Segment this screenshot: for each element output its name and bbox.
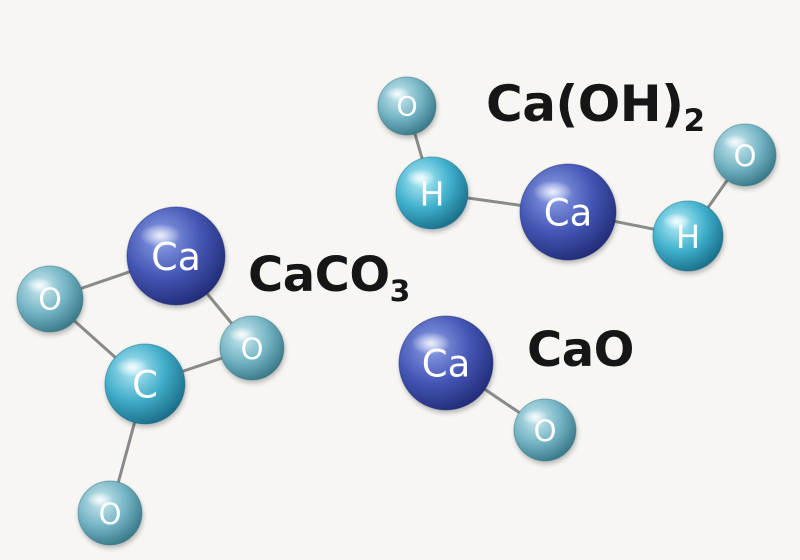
formula-main: CaCO: [248, 247, 390, 303]
atom-symbol: Ca: [544, 192, 593, 235]
atom-symbol: Ca: [422, 343, 471, 386]
atom-caoh2-o2: O: [713, 123, 777, 187]
formula-subscript: 2: [683, 102, 706, 139]
atom-caoh2-o1: O: [377, 76, 437, 136]
atom-caco3-c: C: [104, 343, 186, 425]
formula-main: CaO: [527, 322, 634, 378]
formula-main: Ca(OH): [486, 75, 684, 133]
atom-symbol: O: [38, 283, 62, 318]
atom-caco3-oL: O: [16, 265, 84, 333]
atom-caoh2-h1: H: [395, 156, 469, 230]
atom-caco3-oB: O: [77, 480, 143, 546]
atom-symbol: Ca: [151, 235, 201, 279]
atom-symbol: O: [534, 414, 557, 448]
atom-symbol: O: [241, 332, 264, 366]
formula-calcium-oxide: CaO: [527, 322, 634, 378]
formula-calcium-hydroxide: Ca(OH)2: [486, 75, 705, 139]
atom-caco3-oR: O: [219, 315, 285, 381]
atom-symbol: O: [99, 497, 122, 531]
atom-symbol: H: [420, 175, 445, 214]
atom-cao-o: O: [513, 398, 577, 462]
atom-caoh2-ca: Ca: [519, 163, 617, 261]
formula-calcium-carbonate: CaCO3: [248, 247, 410, 309]
atom-symbol: C: [132, 364, 158, 407]
atom-cao-ca: Ca: [398, 315, 494, 411]
formula-subscript: 3: [389, 273, 411, 309]
atom-symbol: O: [734, 139, 757, 173]
atom-symbol: H: [676, 218, 700, 256]
atom-caco3-ca: Ca: [126, 206, 226, 306]
atom-symbol: O: [396, 92, 417, 123]
atom-caoh2-h2: H: [652, 200, 724, 272]
bonds-layer: [48, 104, 747, 515]
